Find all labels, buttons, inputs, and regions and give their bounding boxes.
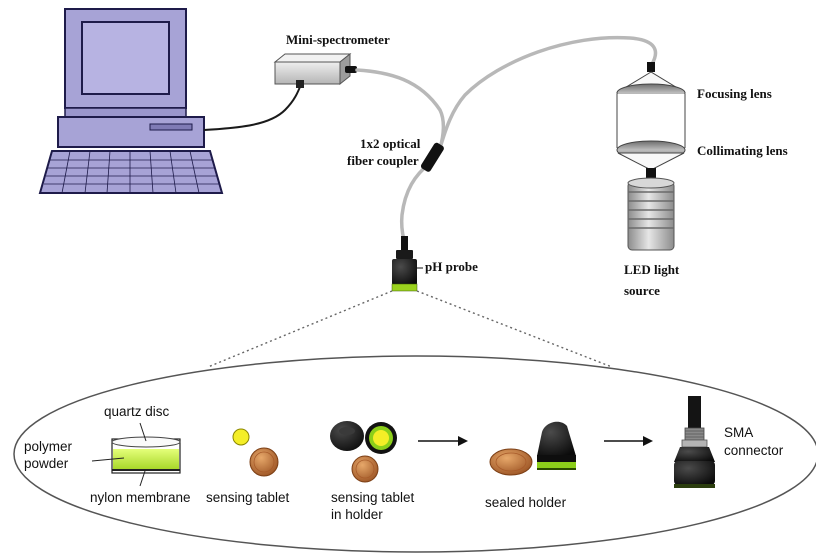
- sma-connector-photo: [674, 396, 715, 488]
- label-polymer-line2: powder: [24, 456, 69, 471]
- label-tablet-holder-line1: sensing tablet: [331, 490, 415, 505]
- lens-assembly-icon: [616, 62, 686, 184]
- label-tablet-holder-line2: in holder: [331, 507, 383, 522]
- label-collimating-lens: Collimating lens: [697, 143, 788, 158]
- ph-probe-icon: [391, 236, 418, 292]
- label-coupler-line2: fiber coupler: [347, 153, 419, 168]
- label-led-line2: source: [624, 283, 660, 298]
- led-source-icon: [627, 177, 675, 251]
- sensing-tablet-photo: [232, 428, 279, 477]
- label-nylon-membrane: nylon membrane: [90, 490, 191, 505]
- zoom-guide-lines: [207, 290, 613, 368]
- label-sensing-tablet: sensing tablet: [206, 490, 290, 505]
- monitor-screen: [81, 21, 170, 95]
- optical-fibers: [355, 35, 658, 242]
- label-mini-spectrometer: Mini-spectrometer: [286, 32, 390, 47]
- label-coupler-line1: 1x2 optical: [360, 136, 421, 151]
- label-polymer-line1: polymer: [24, 439, 73, 454]
- fiber-coupler-icon: [420, 142, 444, 172]
- detail-ellipse: [13, 355, 816, 553]
- sealed-holder-photo: [489, 421, 576, 476]
- label-focusing-lens: Focusing lens: [697, 86, 772, 101]
- computer-case: [57, 116, 205, 148]
- label-led-line1: LED light: [624, 262, 680, 277]
- spectrometer-icon: [273, 52, 357, 88]
- computer-icon: [38, 8, 224, 194]
- label-sealed-holder: sealed holder: [485, 495, 567, 510]
- label-sma-line1: SMA: [724, 425, 753, 440]
- arrow-icon-1: [418, 436, 468, 446]
- keyboard: [38, 150, 224, 194]
- label-sma-line2: connector: [724, 443, 784, 458]
- tablet-holder-photo: [330, 421, 397, 483]
- label-ph-probe: pH probe: [425, 259, 478, 274]
- arrow-icon-2: [604, 436, 653, 446]
- label-quartz-disc: quartz disc: [104, 404, 170, 419]
- membrane-cell-icon: [91, 422, 181, 487]
